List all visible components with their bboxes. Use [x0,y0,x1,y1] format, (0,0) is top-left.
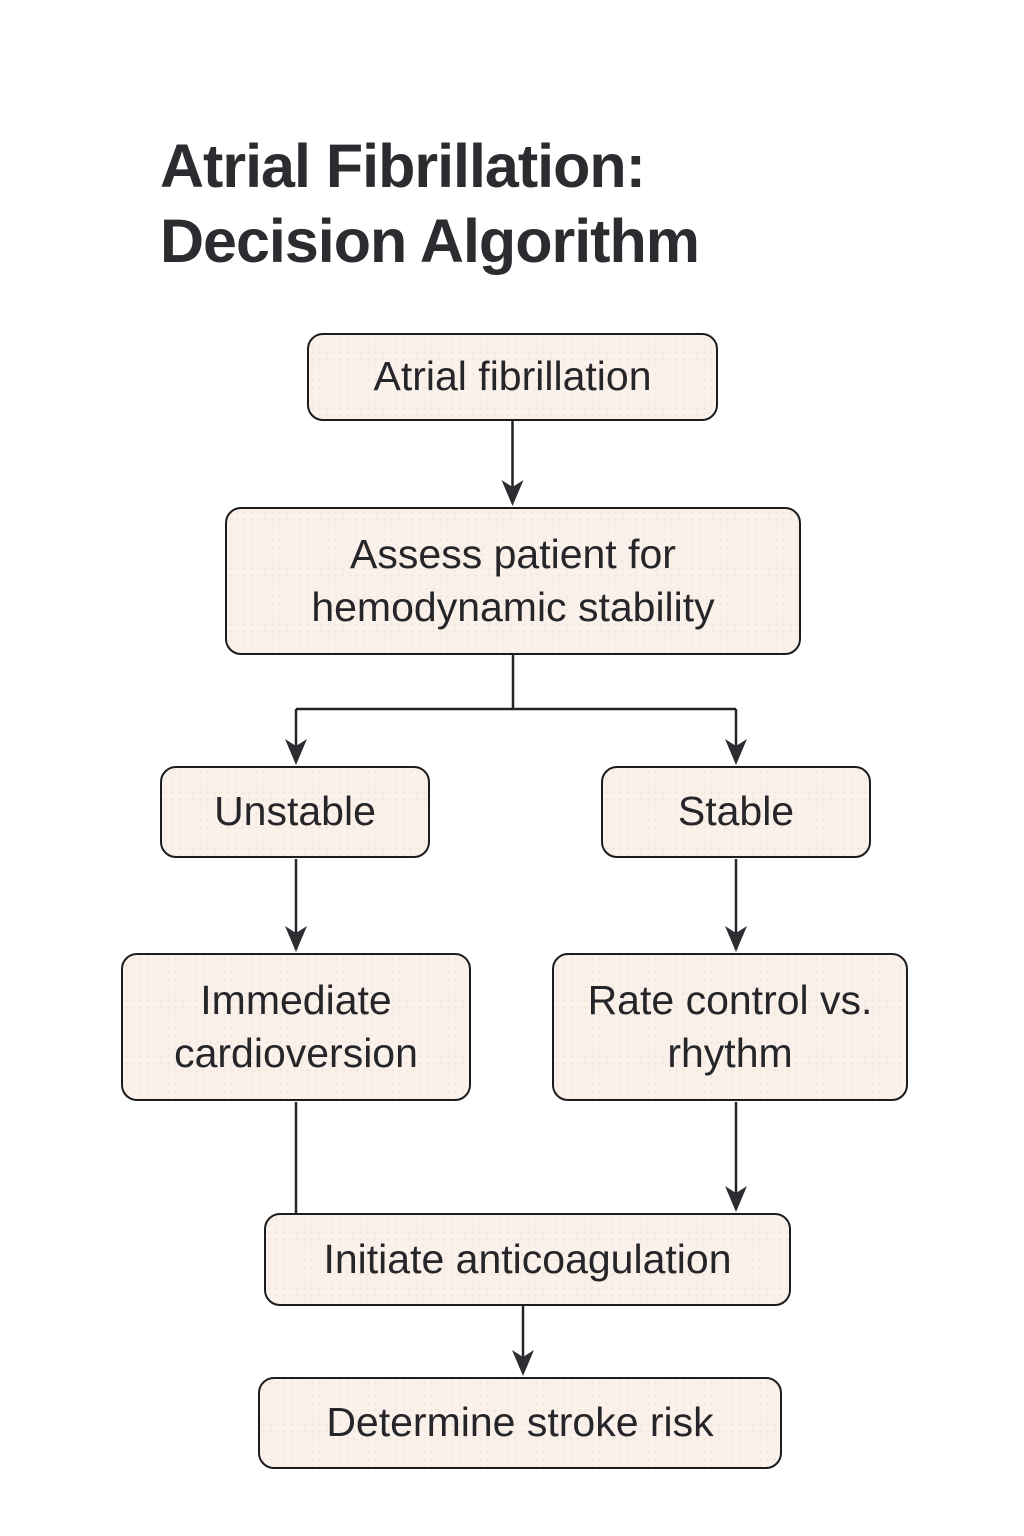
arrowhead-anticoagulation [725,1186,747,1212]
node-determine-stroke-risk: Determine stroke risk [258,1377,782,1469]
arrowhead-rate [725,926,747,952]
node-assess-stability: Assess patient for hemodynamic stability [225,507,801,655]
node-unstable: Unstable [160,766,430,858]
node-initiate-anticoagulation: Initiate anticoagulation [264,1213,791,1306]
node-stable-label: Stable [677,788,795,835]
node-assess-stability-label: Assess patient for hemodynamic stability [311,530,715,630]
node-stable: Stable [601,766,871,858]
arrowhead-assess [501,480,524,506]
page-title: Atrial Fibrillation: Decision Algorithm [160,129,860,279]
node-rate-vs-rhythm: Rate control vs. rhythm [552,953,908,1101]
arrowhead-stable [725,739,747,765]
node-determine-stroke-risk-label: Determine stroke risk [326,1399,714,1446]
page-title-line2: Decision Algorithm [160,206,700,275]
node-immediate-cardioversion: Immediate cardioversion [121,953,471,1101]
arrowhead-stroke-risk [512,1350,534,1376]
page-title-line1: Atrial Fibrillation: [160,131,646,200]
node-rate-vs-rhythm-label: Rate control vs. rhythm [587,976,873,1076]
node-immediate-cardioversion-label: Immediate cardioversion [174,976,418,1076]
node-atrial-fibrillation: Atrial fibrillation [307,333,718,421]
node-initiate-anticoagulation-label: Initiate anticoagulation [323,1235,732,1282]
node-unstable-label: Unstable [214,788,376,835]
arrowhead-unstable [285,739,307,765]
arrowhead-cardioversion [285,926,307,952]
node-atrial-fibrillation-label: Atrial fibrillation [373,353,652,400]
